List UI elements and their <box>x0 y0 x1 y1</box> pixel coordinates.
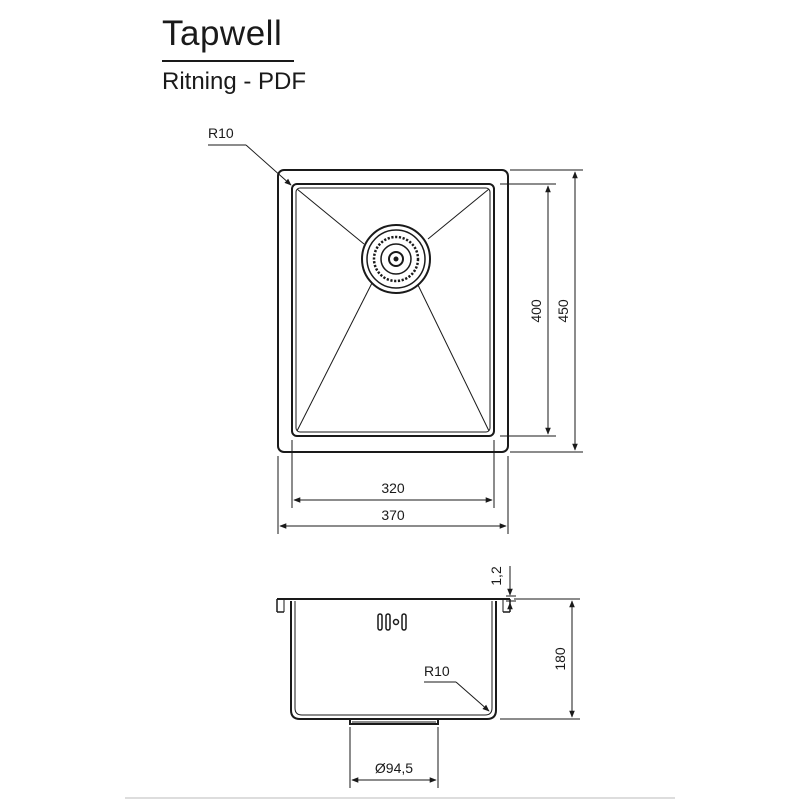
dim-drain-label: Ø94,5 <box>375 760 413 776</box>
top-radius-label: R10 <box>208 125 234 141</box>
dim-320-label: 320 <box>381 480 405 496</box>
side-view <box>276 566 580 788</box>
inner-bowl <box>291 183 495 437</box>
diagonal-bottom-left <box>296 282 373 432</box>
side-radius-arrow <box>455 681 490 712</box>
top-view <box>208 144 583 534</box>
diagonal-top-right <box>427 188 490 240</box>
inner-bowl-shadow <box>295 187 491 433</box>
dim-370-label: 370 <box>381 507 405 523</box>
dim-thickness-label: 1,2 <box>488 566 504 586</box>
drawing-subtitle: Ritning - PDF <box>162 68 307 95</box>
brand-underline <box>162 60 294 62</box>
overflow-slots-icon <box>377 613 407 631</box>
outer-rim <box>277 169 509 453</box>
diagonal-bottom-right <box>417 284 490 432</box>
bowl-profile <box>290 601 497 720</box>
dim-400-label: 400 <box>528 299 544 323</box>
dim-180-label: 180 <box>552 647 568 671</box>
side-radius-label: R10 <box>424 663 450 679</box>
top-radius-arrow <box>245 144 292 186</box>
drain-icon <box>361 224 431 294</box>
bowl-profile-inner <box>294 601 493 716</box>
drain-outlet <box>349 719 439 725</box>
dim-450-label: 450 <box>555 299 571 323</box>
diagonal-top-left <box>296 188 365 245</box>
brand-logo: Tapwell <box>162 14 283 53</box>
